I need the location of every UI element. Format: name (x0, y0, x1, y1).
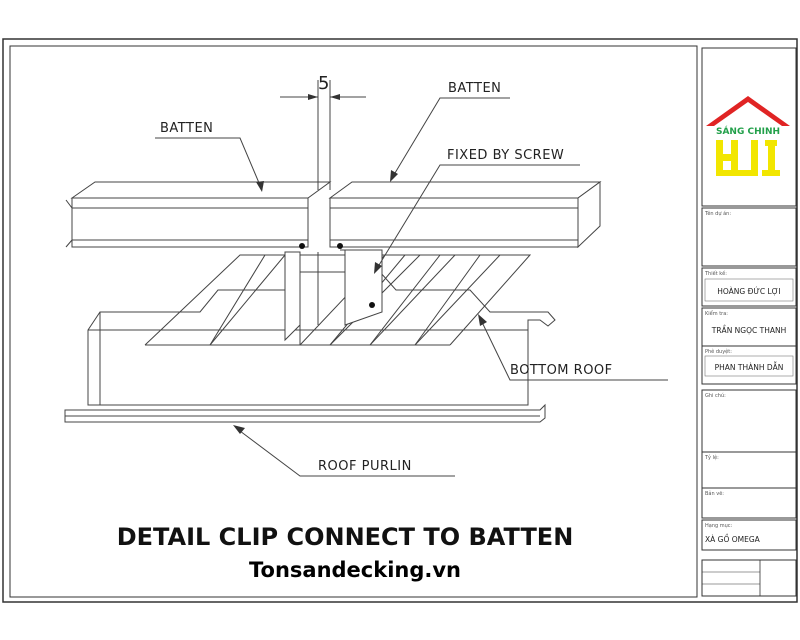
roof-purlin (64, 403, 546, 423)
checker-name: TRẦN NGỌC THANH (711, 325, 786, 335)
screw-dot (299, 243, 305, 249)
svg-text:Ghi chú:: Ghi chú: (705, 392, 726, 399)
screw-dot (337, 243, 343, 249)
svg-text:Tên dự án:: Tên dự án: (704, 210, 731, 217)
dimension-5: 5 (280, 73, 366, 190)
approver-caption: Phê duyệt: (705, 348, 732, 355)
title-block: SÁNG CHINH Tên dự án: Thiết kế: HOÀNG ĐỨ… (701, 47, 797, 597)
batten-left (65, 181, 332, 248)
label-bottom-roof: BOTTOM ROOF (510, 363, 613, 378)
website-watermark: Tonsandecking.vn (249, 558, 461, 582)
outer-frame (2, 38, 798, 603)
company-logo: SÁNG CHINH (706, 96, 790, 176)
drawing-frame (9, 45, 698, 598)
bottom-roof-sheet (87, 254, 556, 406)
item-name: XÀ GỒ OMEGA (705, 534, 761, 544)
leader-lines (155, 97, 668, 477)
designer-name: HOÀNG ĐỨC LỢI (717, 287, 780, 296)
logo-text: SÁNG CHINH (716, 125, 780, 137)
item-caption: Hạng mục: (705, 523, 733, 529)
designer-caption: Thiết kế: (704, 270, 727, 277)
label-fixed-by-screw: FIXED BY SCREW (447, 148, 564, 163)
batten-right (328, 181, 602, 249)
approver-name: PHAN THÀNH DẪN (715, 362, 784, 372)
checker-caption: Kiểm tra: (705, 310, 728, 317)
screw-dot (369, 302, 375, 308)
label-batten-left: BATTEN (160, 121, 213, 136)
drawing-title: DETAIL CLIP CONNECT TO BATTEN (117, 523, 574, 551)
logo-roof (706, 96, 790, 126)
label-roof-purlin: ROOF PURLIN (318, 459, 412, 474)
dimension-label: 5 (318, 73, 330, 94)
svg-text:Bản vẽ:: Bản vẽ: (705, 490, 724, 497)
clip-detail-drawing: 5 BATTEN BATTEN FIXED BY SCREW BOTTOM RO… (64, 73, 668, 477)
label-batten-right: BATTEN (448, 81, 501, 96)
svg-text:Tỷ lệ:: Tỷ lệ: (704, 454, 719, 461)
